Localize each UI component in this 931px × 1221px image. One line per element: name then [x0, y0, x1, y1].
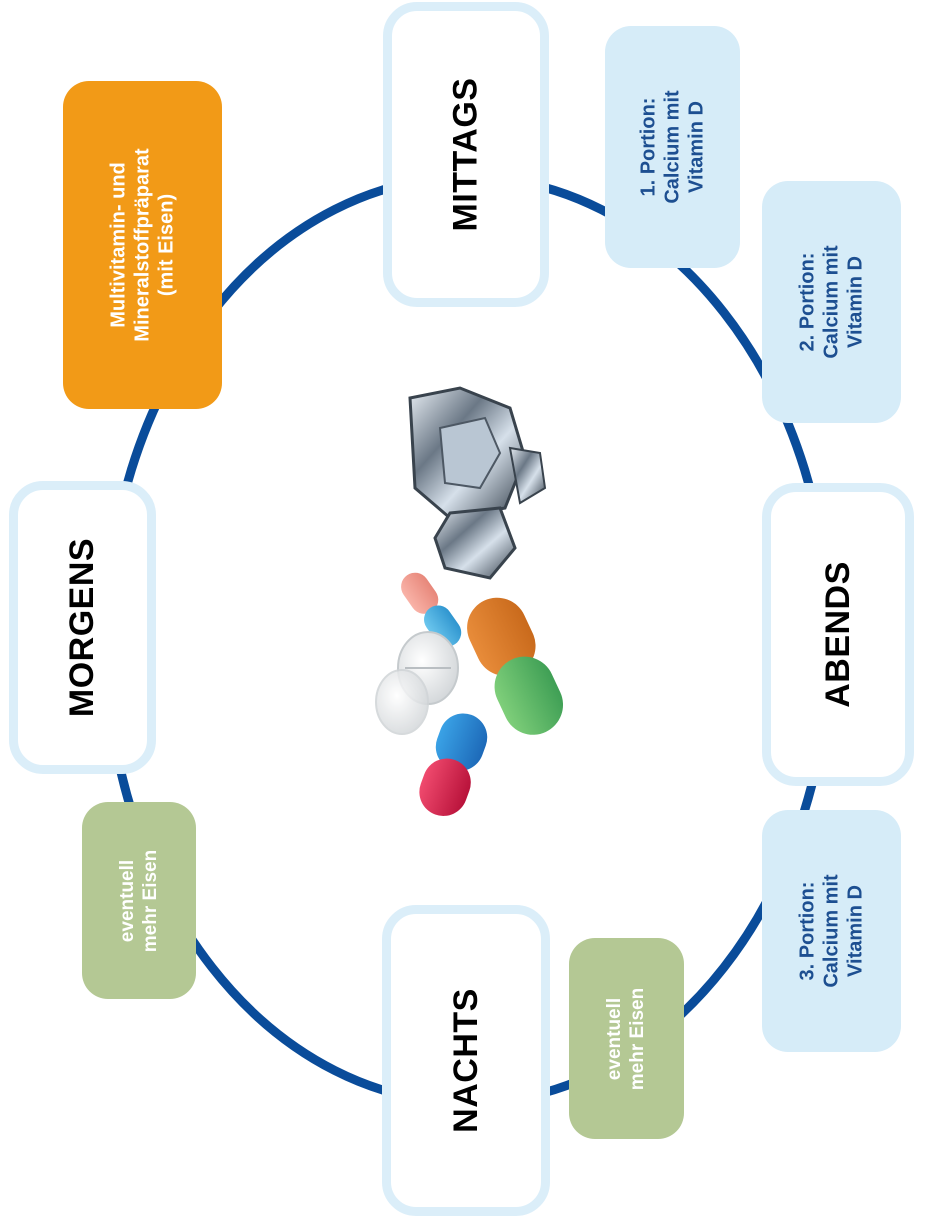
multivitamin-box: Multivitamin- und Mineralstoffpräparat (… [63, 81, 222, 409]
time-label-night: NACHTS [446, 988, 485, 1133]
calcium-line: 2. Portion: [796, 252, 819, 352]
calcium-portion-2-box: 2. Portion: Calcium mit Vitamin D [762, 181, 901, 423]
iron-line: mehr Eisen [627, 987, 649, 1090]
calcium-line: Calcium mit [661, 90, 684, 204]
iron-line: eventuell [117, 859, 138, 942]
time-box-evening: ABENDS [762, 483, 914, 786]
calcium-portion-3-box: 3. Portion: Calcium mit Vitamin D [762, 810, 901, 1052]
time-box-night: NACHTS [382, 905, 550, 1216]
calcium-line: Vitamin D [844, 885, 867, 977]
calcium-line: 1. Portion: [637, 97, 660, 197]
calcium-portion-1-box: 1. Portion: Calcium mit Vitamin D [605, 26, 740, 268]
calcium-portion-1-label: 1. Portion: Calcium mit Vitamin D [636, 90, 708, 203]
iron-extra-box-2: eventuell mehr Eisen [569, 938, 684, 1139]
multivitamin-line: Multivitamin- und [107, 162, 130, 328]
time-box-midday: MITTAGS [383, 2, 549, 307]
time-label-morning: MORGENS [63, 537, 101, 718]
time-label-midday: MITTAGS [446, 77, 485, 232]
pills-and-capsules-illustration [375, 386, 564, 816]
iron-line: eventuell [604, 997, 626, 1080]
multivitamin-line: Mineralstoffpräparat [131, 148, 154, 342]
iron-extra-label-2: eventuell mehr Eisen [604, 987, 650, 1089]
iron-extra-label-1: eventuell mehr Eisen [116, 849, 162, 951]
calcium-portion-2-label: 2. Portion: Calcium mit Vitamin D [795, 245, 867, 358]
iron-line: mehr Eisen [140, 849, 161, 952]
calcium-line: 3. Portion: [796, 881, 819, 981]
time-label-evening: ABENDS [818, 561, 857, 708]
calcium-portion-3-label: 3. Portion: Calcium mit Vitamin D [795, 874, 867, 987]
iron-extra-box-1: eventuell mehr Eisen [82, 802, 196, 999]
calcium-line: Calcium mit [820, 245, 843, 359]
multivitamin-line: (mit Eisen) [155, 193, 178, 297]
calcium-line: Vitamin D [685, 101, 708, 193]
multivitamin-label: Multivitamin- und Mineralstoffpräparat (… [107, 148, 179, 341]
calcium-line: Vitamin D [844, 256, 867, 348]
time-box-morning: MORGENS [9, 481, 156, 774]
calcium-line: Calcium mit [820, 874, 843, 988]
